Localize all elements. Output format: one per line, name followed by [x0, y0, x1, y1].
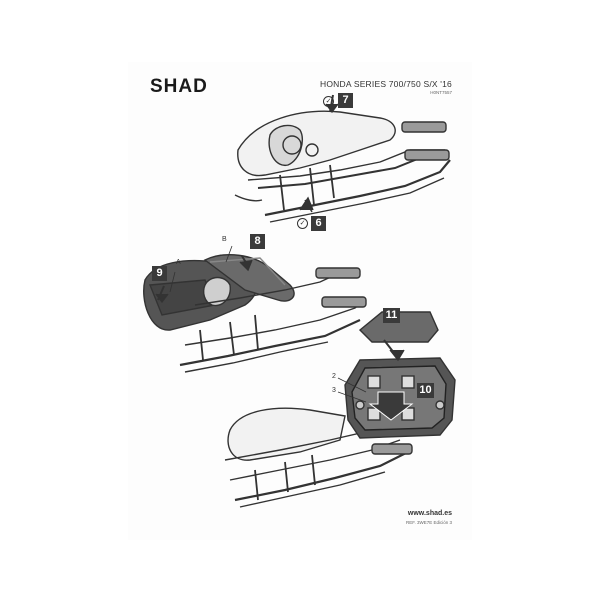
- part-label-3: 3: [332, 387, 336, 394]
- part-code: H0NT7557: [430, 90, 452, 95]
- step-11-marker: 11: [383, 308, 400, 323]
- figure-rack-mount: [234, 94, 451, 223]
- reference-code: REF. 3WE7E Edición 3: [405, 520, 452, 525]
- website-link: www.shad.es: [407, 510, 452, 517]
- check-icon: ✓: [297, 218, 308, 229]
- step-9-marker: 9: [152, 266, 167, 281]
- step-7-marker: 7: [338, 93, 353, 108]
- check-icon: ✓: [323, 96, 334, 107]
- step-10-marker: 10: [417, 383, 434, 398]
- figure-cover-fit: [143, 245, 367, 373]
- step-6-marker: 6: [311, 216, 326, 231]
- part-label-a: A: [176, 259, 181, 266]
- step-8-marker: 8: [250, 234, 265, 249]
- part-label-b: B: [222, 236, 227, 243]
- model-title: HONDA SERIES 700/750 S/X '16: [320, 79, 452, 89]
- figure-plate-mount: [224, 311, 456, 508]
- shad-logo: SHAD: [150, 76, 208, 97]
- part-label-2: 2: [332, 373, 336, 380]
